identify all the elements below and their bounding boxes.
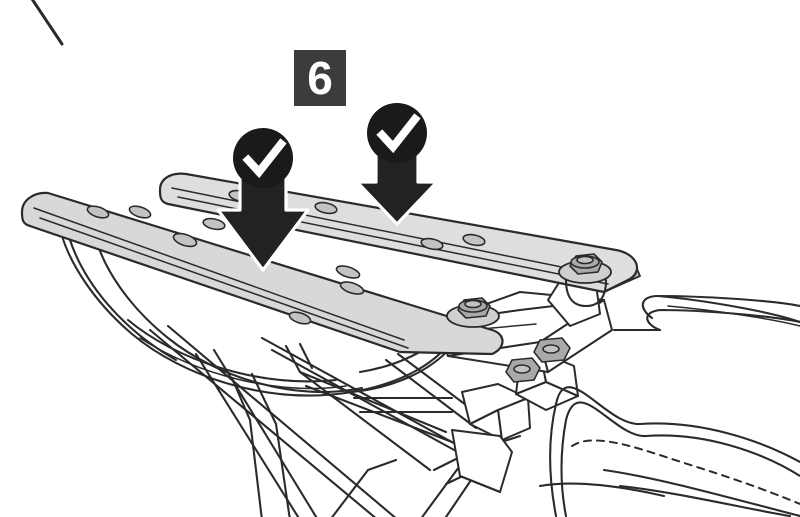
corner-line-fragment <box>30 0 64 46</box>
frame-mount-bracket <box>451 350 580 494</box>
check-marker-right <box>367 103 427 163</box>
bolt-frame-bracket-a <box>505 357 541 383</box>
step-number-badge: 6 <box>294 50 346 106</box>
mounting-plate-lower-left <box>20 191 504 356</box>
bolt-frame-bracket-b <box>533 337 571 363</box>
press-arrow-right <box>355 150 439 226</box>
bolt-front-center <box>446 297 500 328</box>
motorcycle-seat <box>538 386 800 517</box>
bolt-rear-right <box>558 253 612 308</box>
press-arrow-left <box>216 174 310 272</box>
check-marker-left <box>233 128 293 188</box>
grab-rail <box>612 294 800 332</box>
